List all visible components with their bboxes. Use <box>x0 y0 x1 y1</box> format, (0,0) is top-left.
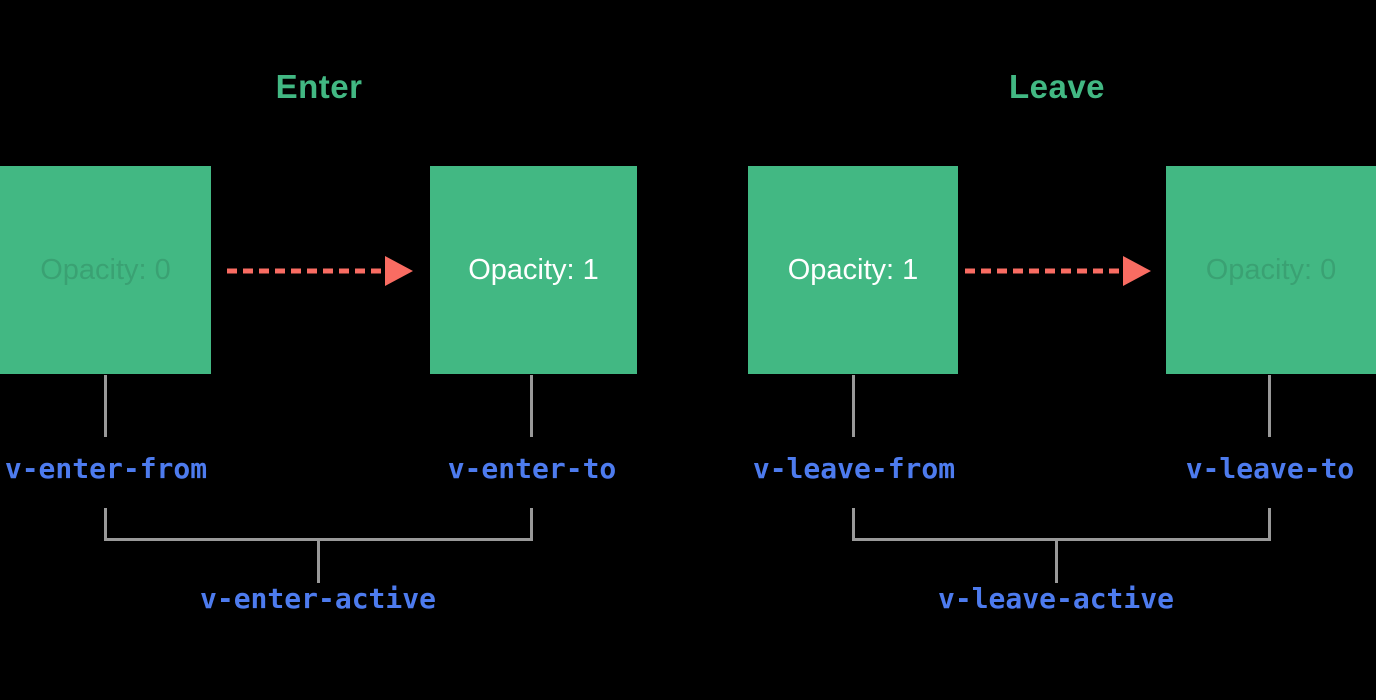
enter-bracket-stem <box>317 540 320 583</box>
leave-from-state-box: Opacity: 1 <box>748 166 958 374</box>
leave-phase-panel: Leave Opacity: 1 Opacity: 0 v-leave-from… <box>738 0 1376 700</box>
enter-bracket-bar <box>104 538 533 541</box>
enter-phase-panel: Enter Opacity: 0 Opacity: 1 v-enter-from… <box>0 0 638 700</box>
v-enter-from-label: v-enter-from <box>4 452 208 485</box>
v-leave-from-label: v-leave-from <box>752 452 956 485</box>
enter-to-connector-line <box>530 375 533 437</box>
leave-bracket-left <box>852 508 855 541</box>
leave-from-opacity-label: Opacity: 1 <box>787 253 919 286</box>
leave-to-state-box: Opacity: 0 <box>1166 166 1376 374</box>
v-leave-to-label: v-leave-to <box>1185 452 1355 485</box>
enter-from-state-box: Opacity: 0 <box>0 166 211 374</box>
enter-from-connector-line <box>104 375 107 437</box>
enter-phase-title: Enter <box>275 68 363 105</box>
leave-bracket-stem <box>1055 540 1058 583</box>
leave-phase-title: Leave <box>1008 68 1106 105</box>
enter-to-opacity-label: Opacity: 1 <box>468 253 599 286</box>
leave-bracket-bar <box>852 538 1271 541</box>
leave-to-connector-line <box>1268 375 1271 437</box>
leave-from-connector-line <box>852 375 855 437</box>
enter-bracket-left <box>104 508 107 541</box>
enter-to-state-box: Opacity: 1 <box>430 166 637 374</box>
enter-bracket-right <box>530 508 533 541</box>
v-leave-active-label: v-leave-active <box>937 582 1174 615</box>
leave-dashed-arrow-icon <box>962 252 1154 290</box>
leave-to-opacity-label: Opacity: 0 <box>1205 253 1337 286</box>
enter-from-opacity-label: Opacity: 0 <box>40 253 171 286</box>
enter-dashed-arrow-icon <box>224 252 416 290</box>
v-enter-to-label: v-enter-to <box>447 452 617 485</box>
leave-bracket-right <box>1268 508 1271 541</box>
v-enter-active-label: v-enter-active <box>199 582 436 615</box>
